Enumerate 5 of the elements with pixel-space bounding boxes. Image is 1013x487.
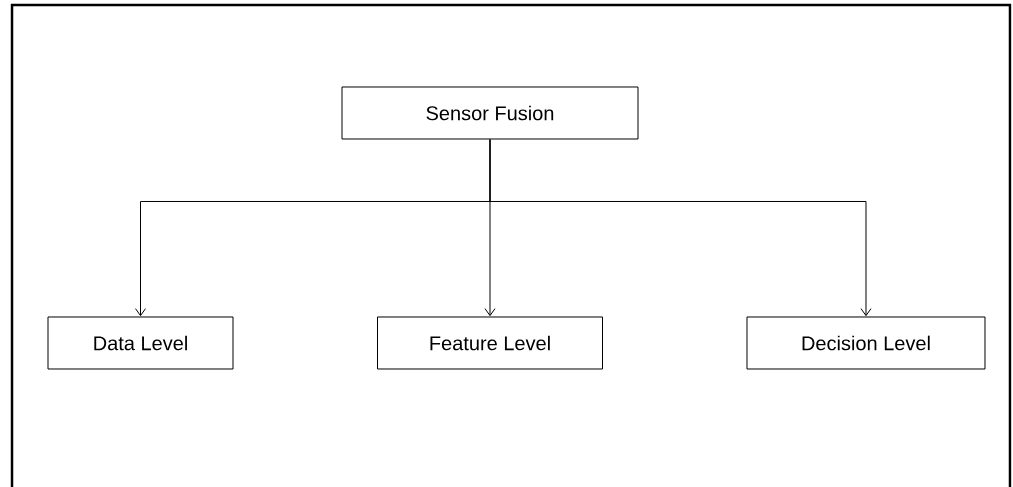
process-box: Data Level: [47, 316, 234, 370]
process-box: Feature Level: [377, 316, 603, 370]
process-box: Decision Level: [746, 316, 986, 370]
process-box: Sensor Fusion: [341, 86, 639, 140]
arrow: [489, 139, 872, 317]
